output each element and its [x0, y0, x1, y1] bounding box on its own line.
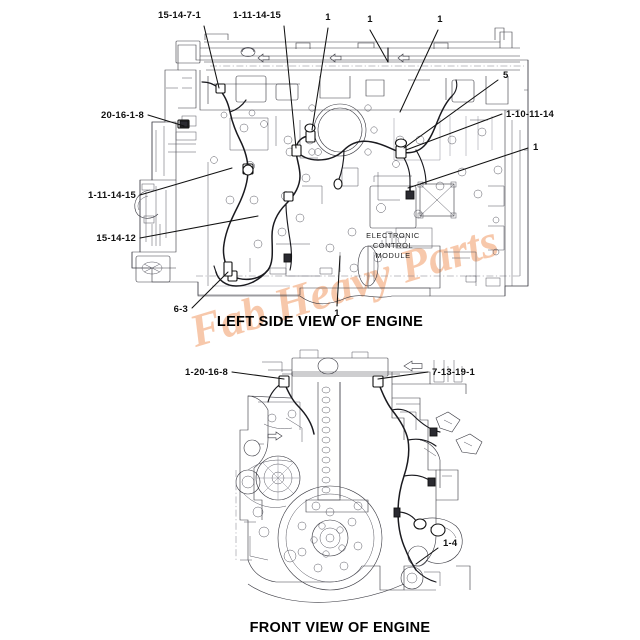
ecm-label: ELECTRONIC CONTROL MODULE: [366, 231, 420, 260]
callout-label: 15-14-12: [96, 233, 136, 244]
callout-1-top-center-right[interactable]: 1: [367, 14, 389, 63]
callout-1-4[interactable]: 1-4: [415, 538, 458, 565]
left-side-view-callouts: 15-14-7-1 1-11-14-15 1 1 1 5: [88, 10, 554, 319]
callout-label: 1-11-14-15: [233, 10, 281, 21]
callout-20-16-1-8[interactable]: 20-16-1-8: [101, 110, 185, 127]
ecm-label-line-3: MODULE: [375, 251, 410, 260]
callout-label: 1-20-16-8: [185, 367, 228, 378]
callout-label: 1-10-11-14: [506, 109, 554, 120]
callout-label: 1: [533, 142, 539, 153]
callout-1-11-14-15-top[interactable]: 1-11-14-15: [233, 10, 297, 149]
front-view-callouts: 1-20-16-8 7-13-19-1 1-4: [185, 367, 476, 565]
front-view-title: FRONT VIEW OF ENGINE: [250, 620, 431, 636]
callout-label: 7-13-19-1: [432, 367, 476, 378]
callout-1-right-lower[interactable]: 1: [407, 142, 539, 189]
callout-1-20-16-8[interactable]: 1-20-16-8: [185, 367, 285, 380]
ecm-housing: [369, 185, 417, 229]
callout-label: 20-16-1-8: [101, 110, 144, 121]
callout-label: 1: [334, 308, 340, 319]
callout-1-11-14-15-left[interactable]: 1-11-14-15: [88, 167, 233, 201]
callout-1-top-center[interactable]: 1: [311, 12, 331, 131]
callout-label: 5: [503, 70, 509, 81]
callout-15-14-12[interactable]: 15-14-12: [96, 215, 259, 244]
callout-1-top-right[interactable]: 1: [399, 14, 443, 113]
ecm-label-line-1: ELECTRONIC: [366, 231, 420, 240]
callout-label: 1-4: [443, 538, 458, 549]
left-side-view-title: LEFT SIDE VIEW OF ENGINE: [217, 314, 423, 330]
callout-label: 1-11-14-15: [88, 190, 136, 201]
callout-7-13-19-1[interactable]: 7-13-19-1: [377, 367, 476, 380]
callout-label: 1: [367, 14, 373, 25]
callout-label: 1: [437, 14, 443, 25]
front-view-drawing: [235, 349, 483, 603]
callout-5[interactable]: 5: [403, 70, 509, 149]
ecm-label-line-2: CONTROL: [373, 241, 413, 250]
callout-label: 15-14-7-1: [158, 10, 202, 21]
callout-1-10-11-14[interactable]: 1-10-11-14: [405, 109, 554, 151]
callout-6-3[interactable]: 6-3: [174, 271, 229, 315]
callout-15-14-7-1[interactable]: 15-14-7-1: [158, 10, 220, 89]
callout-label: 6-3: [174, 304, 188, 315]
callout-1-bottom-center[interactable]: 1: [334, 255, 341, 319]
callout-label: 1: [325, 12, 331, 23]
left-side-view-drawing: ELECTRONIC CONTROL MODULE: [131, 27, 529, 305]
